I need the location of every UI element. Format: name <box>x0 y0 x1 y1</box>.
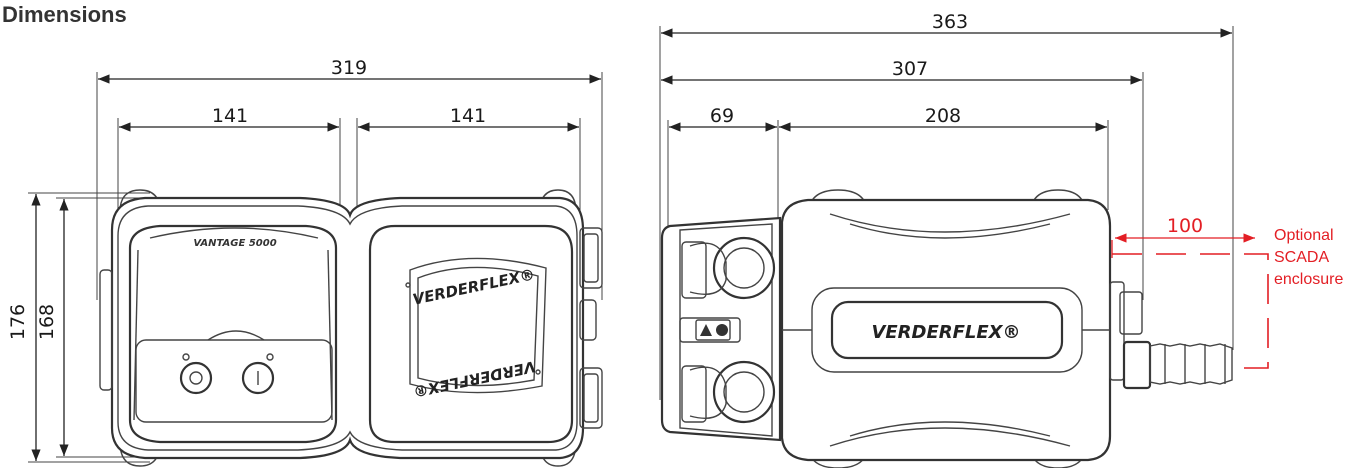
cable-gland <box>1122 340 1152 390</box>
side-view: 363 307 69 208 VERDERFLEX® <box>659 11 1343 468</box>
dim-141-left: 141 <box>212 105 248 127</box>
dim-176: 176 <box>7 304 29 340</box>
front-hinge-top <box>579 227 603 289</box>
warning-label-icon <box>695 319 731 341</box>
cable-icon <box>1149 343 1233 385</box>
front-view: 319 141 141 176 168 VANTAGE 5000 <box>7 57 603 467</box>
rear-connector <box>1109 281 1125 381</box>
scada-label-line2: SCADA <box>1274 249 1329 266</box>
control-module-face <box>128 224 338 444</box>
dim-208: 208 <box>925 105 961 127</box>
front-hinge-bottom <box>579 367 603 429</box>
start-button-icon <box>179 361 213 395</box>
scada-label-line3: enclosure <box>1274 271 1343 288</box>
dim-168: 168 <box>36 304 58 340</box>
dim-69: 69 <box>710 105 734 127</box>
side-brand-plate <box>830 300 1064 360</box>
pump-head-cover <box>368 224 574 444</box>
front-hinge-mid <box>579 299 597 341</box>
page-title: Dimensions <box>2 2 127 27</box>
dim-319: 319 <box>331 57 367 79</box>
side-port-top <box>712 236 776 300</box>
scada-dim-100: 100 <box>1167 215 1203 237</box>
dim-363: 363 <box>932 11 968 33</box>
dim-307: 307 <box>892 58 928 80</box>
scada-label-line1: Optional <box>1274 227 1334 244</box>
dim-141-right: 141 <box>450 105 486 127</box>
side-port-bottom <box>712 360 776 424</box>
side-brand: VERDERFLEX® <box>871 322 1020 343</box>
scada-enclosure-outline <box>1111 233 1269 369</box>
model-label: VANTAGE 5000 <box>193 238 276 249</box>
